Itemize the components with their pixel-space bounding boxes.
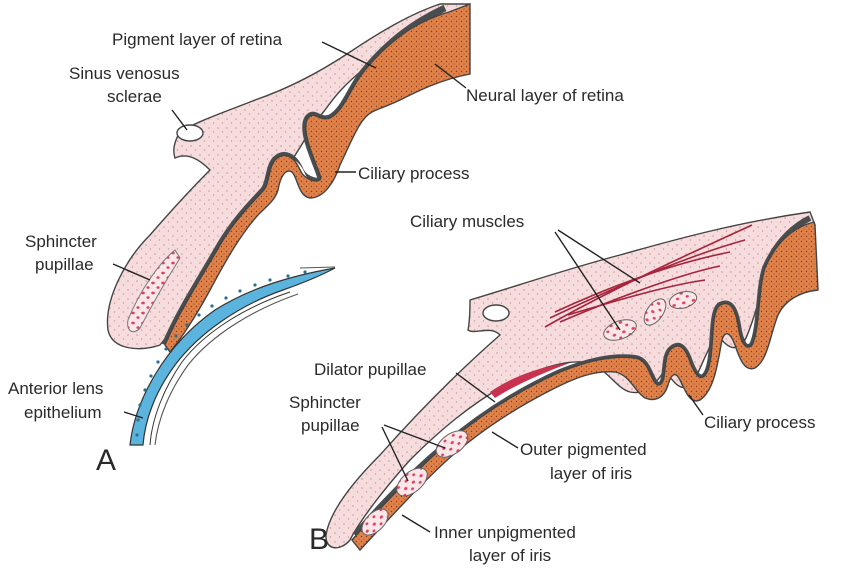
label-sphincter-b-line1: Sphincter [289, 393, 361, 412]
sinus-venosus-sclerae-b [482, 304, 510, 322]
label-ciliary-process-a: Ciliary process [358, 164, 469, 183]
panel-b [325, 211, 819, 552]
label-sinus-line1: Sinus venosus [69, 64, 180, 83]
label-dilator: Dilator pupillae [314, 360, 426, 379]
leader-sphincter-a [112, 263, 151, 281]
label-lens-line2: epithelium [24, 403, 102, 422]
leader-ciliary-process-b [688, 394, 704, 416]
panel-a-sphincter-pupillae [127, 249, 181, 333]
label-outer-line2: layer of iris [550, 464, 632, 483]
anterior-lens-epithelium [129, 267, 336, 446]
leader-sphincter-b-1 [381, 426, 409, 482]
dilator-pupillae [490, 363, 570, 398]
leader-ciliary-muscles-2 [557, 229, 641, 284]
leader-outer [491, 431, 519, 449]
leader-sphincter-b-2 [383, 424, 446, 449]
label-sphincter-b-line2: pupillae [301, 416, 360, 435]
lens-cell-nuclei [135, 270, 307, 437]
panel-b-neural-layer [351, 221, 819, 552]
sinus-venosus-sclerae [176, 124, 204, 142]
label-inner-line1: Inner unpigmented [434, 523, 576, 542]
panel-letter-a: A [96, 444, 116, 477]
label-pigment-layer: Pigment layer of retina [112, 30, 283, 49]
label-ciliary-muscles: Ciliary muscles [410, 212, 524, 231]
panel-a-neural-layer [164, 2, 471, 354]
leader-neural-layer [434, 63, 467, 89]
label-inner-line2: layer of iris [469, 546, 551, 565]
leader-dilator [455, 372, 496, 403]
label-sinus-line2: sclerae [107, 87, 162, 106]
panel-letter-b: B [309, 523, 329, 556]
label-sphincter-a-line2: pupillae [35, 255, 94, 274]
ciliary-muscle-fibers [544, 224, 753, 328]
leader-lens [123, 411, 144, 419]
label-lens-line1: Anterior lens [8, 379, 103, 398]
leader-ciliary-muscles-1 [554, 231, 621, 331]
leader-inner [401, 514, 431, 533]
leader-sinus [171, 109, 188, 131]
label-outer-line1: Outer pigmented [520, 440, 647, 459]
panel-a [106, 2, 471, 446]
label-ciliary-process-b: Ciliary process [704, 413, 815, 432]
leader-pigment-layer [321, 41, 377, 69]
label-neural-layer: Neural layer of retina [466, 86, 624, 105]
label-sphincter-a-line1: Sphincter [25, 232, 97, 251]
panel-b-sphincter-pupillae [361, 430, 469, 536]
